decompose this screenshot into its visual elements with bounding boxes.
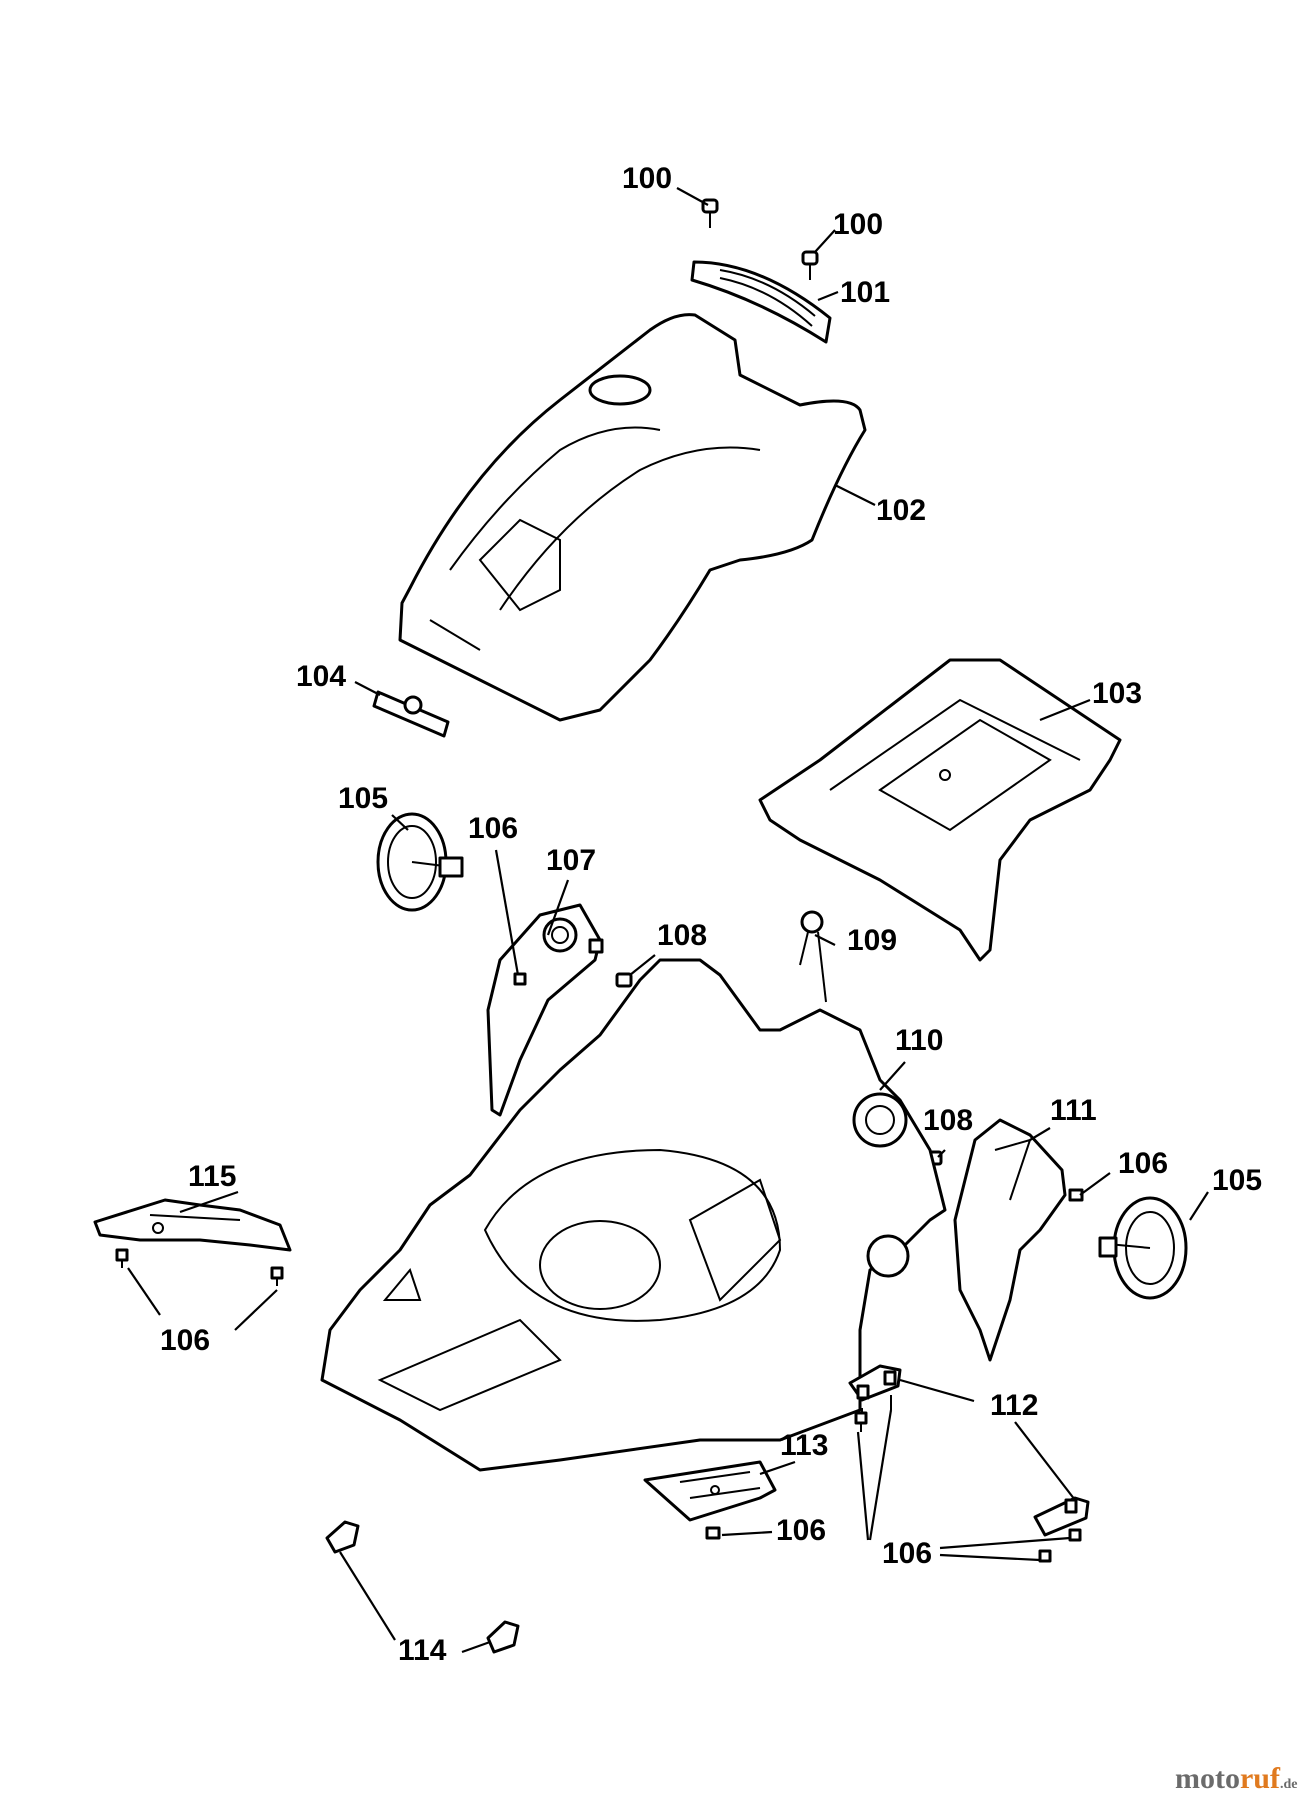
screw-106-112-b — [1068, 1528, 1082, 1542]
watermark-logo: motoruf.de — [1175, 1762, 1297, 1795]
callout-labels: 100 100 101 102 103 104 105 105 106 106 … — [160, 162, 1262, 1667]
screw-106-112-a — [854, 1411, 868, 1432]
watermark-part3: .de — [1280, 1777, 1298, 1792]
label-101: 101 — [840, 276, 890, 309]
label-108-b: 108 — [923, 1104, 973, 1137]
screw-100-b — [801, 250, 819, 280]
carry-handle-101 — [690, 260, 832, 344]
label-100-b: 100 — [833, 208, 883, 241]
screw-106-113 — [705, 1526, 721, 1540]
wheel-105-right — [1098, 1196, 1188, 1300]
label-105-b: 105 — [1212, 1164, 1262, 1197]
height-adjust-lever-104 — [372, 690, 450, 738]
screw-106-115-b — [270, 1266, 284, 1286]
label-111: 111 — [1050, 1094, 1097, 1127]
label-112: 112 — [990, 1389, 1038, 1422]
clip-114-b — [486, 1620, 520, 1654]
screw-106-112-c — [1038, 1549, 1052, 1563]
label-115: 115 — [188, 1160, 236, 1193]
mower-deck-110 — [320, 958, 947, 1472]
top-cover-102 — [398, 313, 867, 722]
nut-108-left — [615, 972, 633, 988]
label-106-a: 106 — [468, 812, 518, 845]
label-114: 114 — [398, 1634, 447, 1667]
clip-112-b — [1033, 1496, 1090, 1537]
spring-109 — [799, 910, 827, 1003]
screw-106-115-a — [115, 1248, 129, 1268]
cover-plate-113 — [643, 1460, 777, 1522]
label-106-e: 106 — [882, 1537, 932, 1570]
clip-112-a — [848, 1364, 902, 1420]
label-108-a: 108 — [657, 919, 707, 952]
wheel-105-left — [376, 812, 464, 912]
label-102: 102 — [876, 494, 926, 527]
label-113: 113 — [780, 1429, 828, 1462]
label-104: 104 — [296, 660, 346, 693]
label-107: 107 — [546, 844, 596, 877]
leader-lines — [127, 187, 1209, 1654]
guard-115 — [93, 1198, 292, 1252]
label-110: 110 — [895, 1024, 943, 1057]
label-106-d: 106 — [776, 1514, 826, 1547]
screw-106-107 — [513, 972, 527, 986]
label-109: 109 — [847, 924, 897, 957]
label-100-a: 100 — [622, 162, 672, 195]
clip-114-a — [325, 1520, 360, 1554]
label-105-a: 105 — [338, 782, 388, 815]
label-103: 103 — [1092, 677, 1142, 710]
label-106-b: 106 — [1118, 1147, 1168, 1180]
svg-text:motoruf.de: motoruf.de — [1175, 1762, 1297, 1795]
watermark-part2: ruf — [1240, 1762, 1281, 1795]
rear-flap-103 — [758, 658, 1122, 962]
label-106-c: 106 — [160, 1324, 210, 1357]
screw-106-111 — [1068, 1188, 1084, 1202]
height-adjust-plate-111 — [953, 1118, 1067, 1362]
watermark-part1: moto — [1175, 1762, 1240, 1795]
